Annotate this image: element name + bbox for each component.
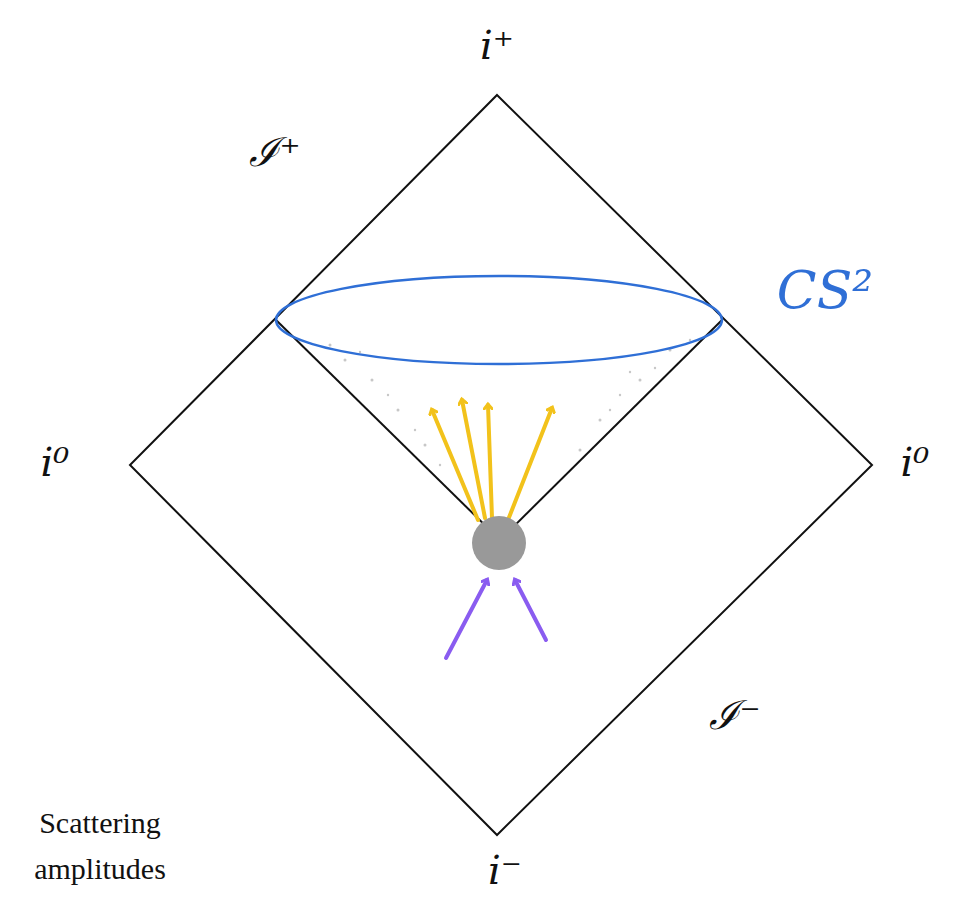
null-infinity-label: ℐ⁻: [709, 695, 760, 735]
point-label: i⁻: [488, 850, 522, 890]
diamond-outline: [130, 95, 872, 835]
light-cone-edge: [500, 320, 722, 540]
celestial-sphere-label: CS²: [777, 264, 873, 316]
interaction-vertex: [472, 516, 526, 570]
null-infinity-label: ℐ⁺: [249, 132, 300, 172]
celestial-sphere: [276, 276, 722, 364]
point-label: i⁰: [901, 442, 930, 482]
point-label: i⁺: [480, 25, 514, 65]
light-cone-edge: [276, 320, 500, 540]
caption-text: Scattering amplitudes: [10, 800, 190, 893]
point-label: i⁰: [41, 442, 70, 482]
incoming-arrows: [446, 580, 546, 658]
outgoing-arrows: [432, 400, 552, 520]
